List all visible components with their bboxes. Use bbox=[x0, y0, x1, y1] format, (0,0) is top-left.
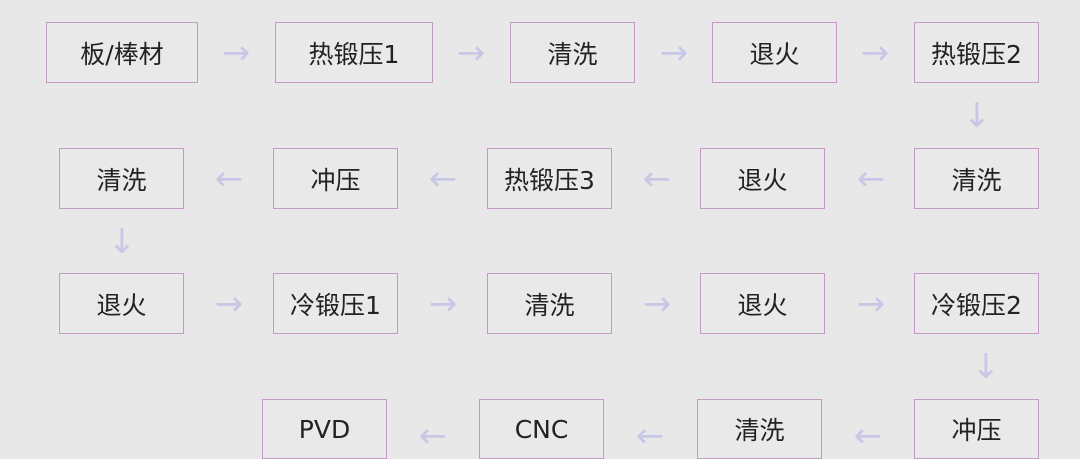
arrow-down-icon: ↓ bbox=[971, 347, 1001, 387]
step-hot-forging-3: 热锻压3 bbox=[487, 148, 612, 209]
step-annealing-3: 退火 bbox=[59, 273, 184, 334]
step-cold-forging-2: 冷锻压2 bbox=[914, 273, 1039, 334]
arrow-left-icon: ← bbox=[856, 159, 886, 199]
step-annealing-1: 退火 bbox=[712, 22, 837, 83]
arrow-left-icon: ← bbox=[853, 416, 883, 456]
step-pvd: PVD bbox=[262, 399, 387, 459]
step-plate-bar-stock: 板/棒材 bbox=[46, 22, 198, 83]
step-cleaning-2: 清洗 bbox=[914, 148, 1039, 209]
arrow-right-icon: → bbox=[860, 33, 890, 73]
step-hot-forging-1: 热锻压1 bbox=[275, 22, 433, 83]
arrow-left-icon: ← bbox=[214, 159, 244, 199]
arrow-right-icon: → bbox=[856, 284, 886, 324]
arrow-right-icon: → bbox=[428, 284, 458, 324]
step-annealing-4: 退火 bbox=[700, 273, 825, 334]
step-cleaning-4: 清洗 bbox=[487, 273, 612, 334]
arrow-right-icon: → bbox=[456, 33, 486, 73]
step-cleaning-1: 清洗 bbox=[510, 22, 635, 83]
arrow-right-icon: → bbox=[221, 33, 251, 73]
arrow-right-icon: → bbox=[214, 284, 244, 324]
step-stamping-1: 冲压 bbox=[273, 148, 398, 209]
step-cleaning-5: 清洗 bbox=[697, 399, 822, 459]
arrow-right-icon: → bbox=[642, 284, 672, 324]
arrow-left-icon: ← bbox=[428, 159, 458, 199]
arrow-right-icon: → bbox=[659, 33, 689, 73]
step-cold-forging-1: 冷锻压1 bbox=[273, 273, 398, 334]
arrow-down-icon: ↓ bbox=[107, 222, 137, 262]
step-annealing-2: 退火 bbox=[700, 148, 825, 209]
step-cleaning-3: 清洗 bbox=[59, 148, 184, 209]
step-hot-forging-2: 热锻压2 bbox=[914, 22, 1039, 83]
arrow-left-icon: ← bbox=[642, 159, 672, 199]
arrow-left-icon: ← bbox=[635, 416, 665, 456]
arrow-left-icon: ← bbox=[418, 416, 448, 456]
arrow-down-icon: ↓ bbox=[962, 96, 992, 136]
step-cnc: CNC bbox=[479, 399, 604, 459]
step-stamping-2: 冲压 bbox=[914, 399, 1039, 459]
